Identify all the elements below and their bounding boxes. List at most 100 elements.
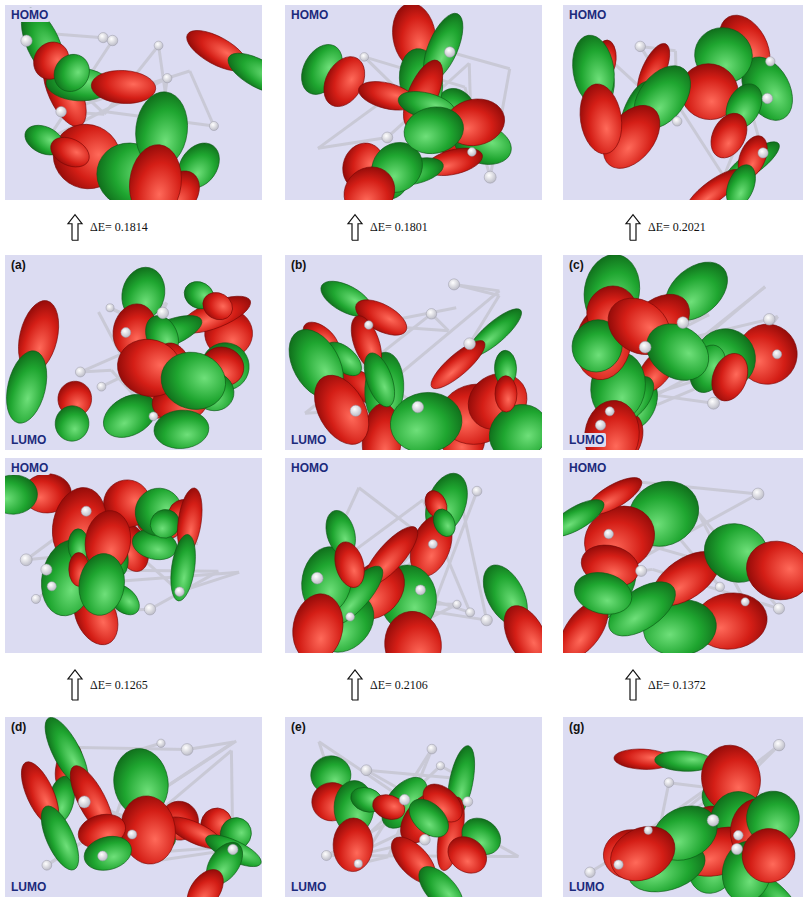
orbital-lobe	[47, 48, 96, 98]
hydrogen-atom	[154, 41, 163, 50]
orbital-illustration	[563, 5, 803, 200]
hydrogen-atom	[614, 860, 623, 869]
orbital-lobe	[5, 347, 53, 427]
hydrogen-atom	[731, 843, 742, 854]
hydrogen-atom	[484, 171, 496, 183]
orbital-panel: HOMO	[5, 5, 262, 200]
hydrogen-atom	[209, 121, 218, 130]
hydrogen-atom	[448, 279, 459, 290]
orbital-lobe	[5, 474, 38, 515]
hydrogen-atom	[81, 506, 91, 516]
orbital-lobe	[125, 142, 185, 200]
hydrogen-atom	[677, 317, 689, 329]
orbital-lobe	[601, 816, 684, 891]
hydrogen-atom	[595, 420, 605, 430]
hydrogen-atom	[415, 585, 425, 595]
orbital-panel: (d) LUMO	[5, 717, 262, 897]
orbital-label: HOMO	[289, 461, 330, 475]
orbital-illustration	[285, 458, 542, 653]
orbital-label: HOMO	[9, 8, 50, 22]
hydrogen-atom	[604, 529, 613, 538]
hydrogen-atom	[412, 401, 424, 413]
hydrogen-atom	[382, 132, 393, 143]
orbital-illustration	[563, 255, 803, 450]
hydrogen-atom	[42, 860, 52, 870]
energy-gap-value: ΔE= 0.1265	[89, 678, 149, 693]
orbital-label: HOMO	[289, 8, 330, 22]
panel-letter: (d)	[9, 720, 28, 734]
energy-gap-arrow	[626, 215, 640, 241]
orbital-label: HOMO	[9, 461, 50, 475]
orbital-lobe	[316, 50, 373, 114]
hydrogen-atom	[157, 307, 168, 318]
orbital-lobe	[153, 408, 210, 450]
bond-stick	[190, 71, 214, 126]
orbital-label: LUMO	[9, 433, 48, 447]
orbital-illustration	[285, 255, 542, 450]
hydrogen-atom	[468, 148, 477, 157]
orbital-lobe	[411, 859, 471, 897]
energy-gap-arrow	[626, 670, 640, 700]
energy-gap-value: ΔE= 0.1814	[89, 220, 149, 235]
hydrogen-atom	[464, 338, 476, 350]
orbital-lobe	[495, 376, 518, 413]
orbital-panel: (b)LUMO	[285, 255, 542, 450]
orbital-illustration	[5, 255, 262, 450]
hydrogen-atom	[144, 604, 155, 615]
hydrogen-atom	[773, 739, 784, 750]
hydrogen-atom	[163, 74, 172, 83]
orbital-lobe	[198, 287, 238, 325]
hydrogen-atom	[31, 594, 40, 603]
energy-gap-value: ΔE= 0.1801	[369, 220, 429, 235]
hydrogen-atom	[766, 57, 775, 66]
hydrogen-atom	[639, 341, 651, 353]
orbital-lobe	[334, 157, 405, 200]
orbital-lobe	[429, 506, 459, 541]
hydrogen-atom	[752, 488, 764, 500]
orbital-panel: (g)LUMO	[563, 717, 803, 897]
energy-gap-arrow	[68, 670, 82, 700]
hydrogen-atom	[41, 564, 52, 575]
energy-gap-value: ΔE= 0.1372	[647, 678, 707, 693]
orbital-lobe	[381, 608, 444, 653]
hydrogen-atom	[97, 382, 106, 391]
hydrogen-atom	[481, 614, 492, 625]
orbital-label: LUMO	[567, 880, 606, 894]
bond-stick	[454, 284, 499, 290]
orbital-illustration	[285, 717, 542, 897]
hydrogen-atom	[106, 304, 114, 312]
hydrogen-atom	[436, 762, 444, 770]
hydrogen-atom	[605, 407, 614, 416]
orbital-lobe	[495, 599, 542, 653]
hydrogen-atom	[157, 739, 165, 747]
orbital-panel: (a)LUMO	[5, 255, 262, 450]
hydrogen-atom	[399, 794, 410, 805]
orbital-lobe	[167, 533, 199, 603]
orbital-lobe	[80, 831, 135, 875]
hydrogen-atom	[98, 33, 108, 43]
orbital-lobe	[570, 567, 636, 620]
hydrogen-atom	[707, 814, 719, 826]
orbital-lobe	[287, 590, 348, 653]
orbital-label: LUMO	[9, 880, 48, 894]
hydrogen-atom	[175, 587, 184, 596]
hydrogen-atom	[427, 744, 437, 754]
orbital-lobe	[332, 818, 373, 873]
hydrogen-atom	[466, 608, 475, 617]
orbital-illustration	[563, 717, 803, 897]
bond-stick	[450, 52, 510, 69]
energy-gap-value: ΔE= 0.2106	[369, 678, 429, 693]
energy-gap-arrow	[348, 215, 362, 241]
hydrogen-atom	[762, 93, 772, 103]
orbital-lobe	[34, 801, 87, 875]
orbital-panel: HOMO	[5, 458, 262, 653]
orbital-label: HOMO	[567, 461, 608, 475]
hydrogen-atom	[644, 826, 652, 834]
hydrogen-atom	[121, 328, 131, 338]
orbital-lobe	[386, 387, 467, 450]
hydrogen-atom	[733, 831, 743, 841]
hydrogen-atom	[98, 851, 108, 861]
orbital-panel: HOMO	[285, 5, 542, 200]
hydrogen-atom	[773, 603, 784, 614]
